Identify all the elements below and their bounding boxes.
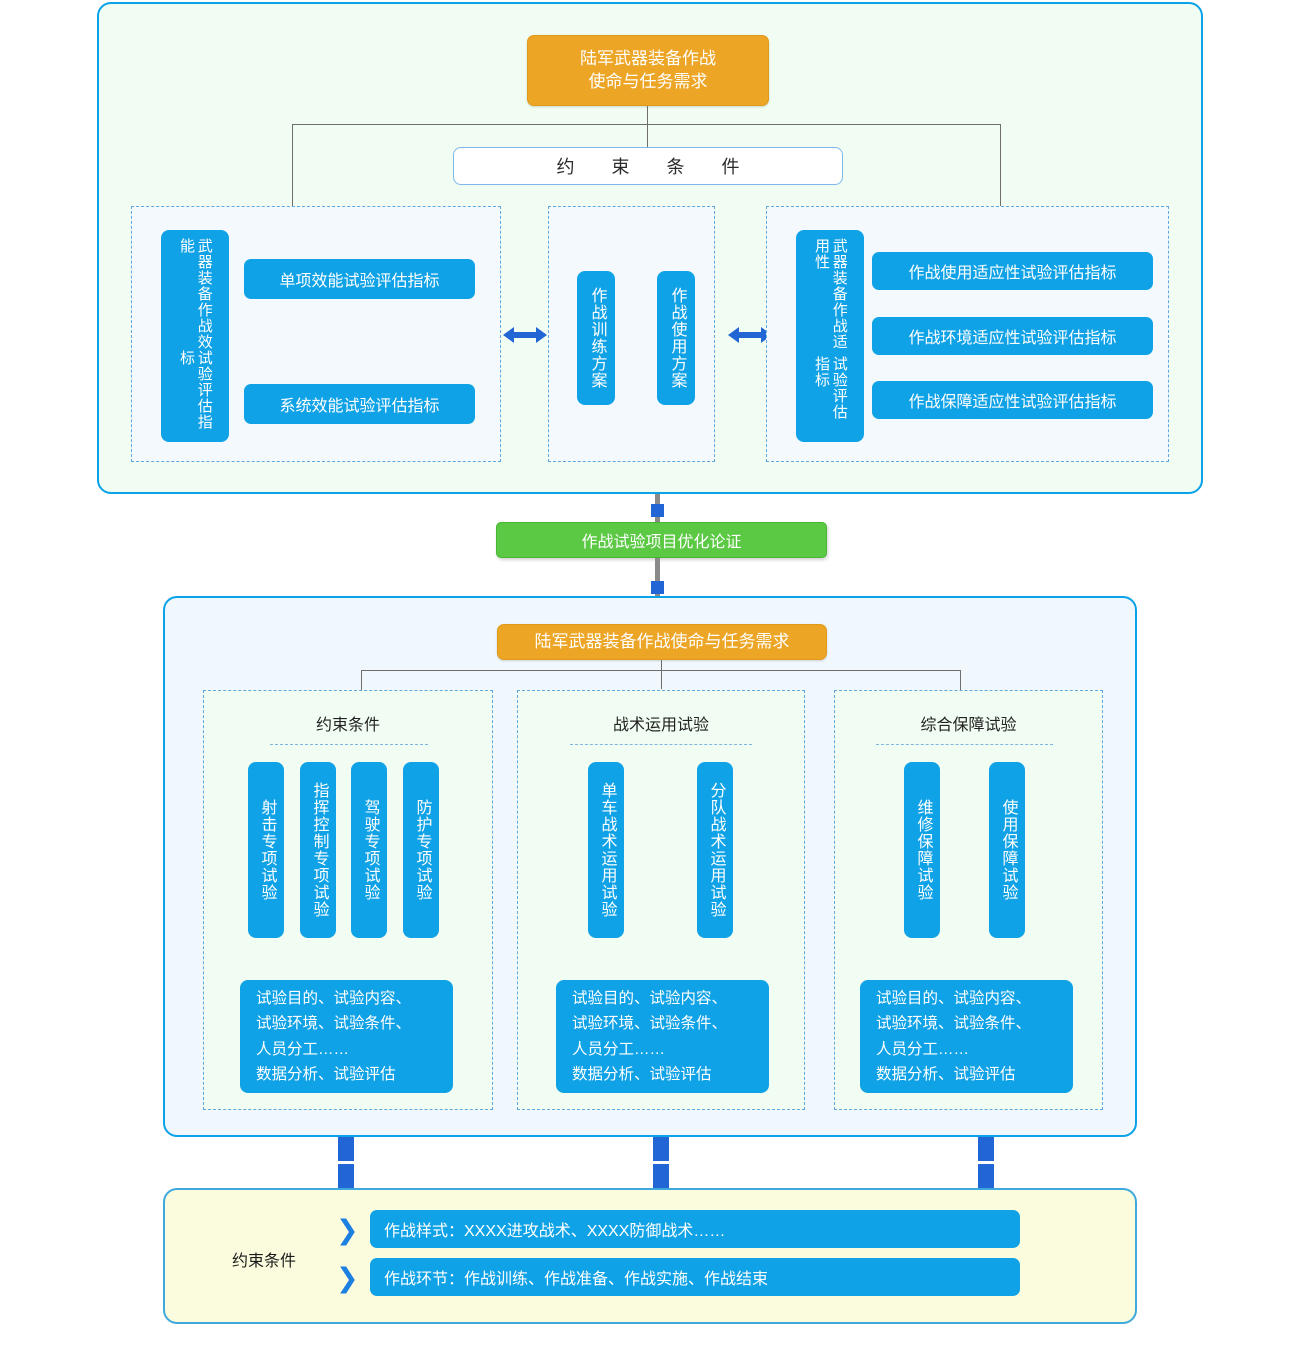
panel3-label: 约束条件 bbox=[232, 1253, 297, 1270]
detail-line-0: 试验目的、试验内容、 bbox=[256, 990, 412, 1008]
panel1-title-line1: 陆军武器装备作战 bbox=[580, 48, 716, 68]
panel2-group-2-title: 综合保障试验 bbox=[920, 717, 1017, 734]
panel3-connector-center-top bbox=[653, 1137, 669, 1161]
chevron-right-icon-1: ❯ bbox=[336, 1263, 359, 1293]
panel2-group-2-bar-0: 维修保障试验 bbox=[904, 762, 940, 938]
panel1-bus-center-drop bbox=[647, 124, 649, 147]
panel2-group-1-bar-1: 分队战术运用试验 bbox=[697, 762, 733, 938]
panel1-title-box: 陆军武器装备作战 使命与任务需求 bbox=[527, 35, 769, 106]
panel2-group-1-bar-0: 单车战术运用试验 bbox=[588, 762, 624, 938]
panel3-row-1: 作战环节：作战训练、作战准备、作战实施、作战结束 bbox=[370, 1258, 1020, 1296]
panel2-group-2-rule bbox=[876, 744, 1053, 745]
panel2-group-2-detail: 试验目的、试验内容、 试验环境、试验条件、 人员分工…… 数据分析、试验评估 bbox=[860, 980, 1073, 1093]
panel3-connector-center-bottom bbox=[653, 1164, 669, 1189]
detail-line-1: 试验环境、试验条件、 bbox=[876, 1015, 1032, 1033]
panel2-group-0-bar-2: 驾驶专项试验 bbox=[351, 762, 387, 938]
connector-cap-upper bbox=[651, 504, 664, 517]
panel1-left-vlabel-a: 试验评估指标 bbox=[178, 350, 213, 430]
panel1-left-vertical-label: 试验评估指标 武器装备作战效能 bbox=[161, 230, 229, 442]
panel2-group-1-title: 战术运用试验 bbox=[612, 717, 709, 734]
detail-line-1: 试验环境、试验条件、 bbox=[572, 1015, 728, 1033]
panel1-title-line2: 使命与任务需求 bbox=[588, 71, 708, 91]
detail-line-2: 人员分工…… bbox=[256, 1040, 350, 1058]
panel1-title-drop bbox=[647, 106, 649, 124]
detail-line-3: 数据分析、试验评估 bbox=[572, 1065, 712, 1083]
panel2-group-0-bar-0: 射击专项试验 bbox=[248, 762, 284, 938]
detail-line-1: 试验环境、试验条件、 bbox=[256, 1015, 412, 1033]
panel1-left-vlabel-b: 武器装备作战效能 bbox=[178, 238, 213, 350]
optimization-argument-box: 作战试验项目优化论证 bbox=[496, 522, 827, 558]
detail-line-0: 试验目的、试验内容、 bbox=[876, 990, 1032, 1008]
panel2-group-0-bar-3: 防护专项试验 bbox=[403, 762, 439, 938]
panel2-bus-left-drop bbox=[361, 670, 363, 690]
panel2-group-0-bar-1: 指挥控制专项试验 bbox=[300, 762, 336, 938]
panel3-connector-right-bottom bbox=[978, 1164, 994, 1189]
detail-line-2: 人员分工…… bbox=[876, 1040, 970, 1058]
detail-line-3: 数据分析、试验评估 bbox=[256, 1065, 396, 1083]
panel2-group-0-rule bbox=[270, 744, 428, 745]
panel1-right-item-2: 作战保障适应性试验评估指标 bbox=[872, 381, 1153, 419]
panel1-left-item-0: 单项效能试验评估指标 bbox=[244, 259, 475, 299]
panel3-connector-left-bottom bbox=[338, 1164, 354, 1189]
detail-line-3: 数据分析、试验评估 bbox=[876, 1065, 1016, 1083]
chevron-right-icon-0: ❯ bbox=[336, 1215, 359, 1245]
detail-line-2: 人员分工…… bbox=[572, 1040, 666, 1058]
panel1-right-vlabel-a: 试验评估指标 bbox=[813, 355, 848, 420]
panel1-right-vertical-label: 试验评估指标 武器装备作战适用性 bbox=[796, 230, 864, 442]
panel1-bus bbox=[292, 124, 1001, 126]
panel2-bus bbox=[361, 670, 961, 672]
detail-line-0: 试验目的、试验内容、 bbox=[572, 990, 728, 1008]
panel-constraint-conditions bbox=[163, 1188, 1137, 1324]
panel3-connector-right-top bbox=[978, 1137, 994, 1161]
double-arrow-left-icon bbox=[503, 322, 547, 348]
panel1-bus-left-drop bbox=[292, 124, 294, 208]
panel2-group-1-rule bbox=[570, 744, 752, 745]
panel2-title-box: 陆军武器装备作战使命与任务需求 bbox=[497, 624, 827, 660]
panel1-left-item-1: 系统效能试验评估指标 bbox=[244, 384, 475, 424]
panel1-center-item-1: 作战使用方案 bbox=[657, 271, 695, 405]
panel1-center-item-0: 作战训练方案 bbox=[577, 271, 615, 405]
panel1-right-vlabel-b: 武器装备作战适用性 bbox=[813, 238, 848, 350]
panel2-group-2-bar-1: 使用保障试验 bbox=[989, 762, 1025, 938]
panel2-title-drop bbox=[661, 660, 663, 689]
panel1-constraint-box: 约 束 条 件 bbox=[453, 147, 843, 185]
panel1-right-item-0: 作战使用适应性试验评估指标 bbox=[872, 252, 1153, 290]
panel2-group-0-detail: 试验目的、试验内容、 试验环境、试验条件、 人员分工…… 数据分析、试验评估 bbox=[240, 980, 453, 1093]
panel2-bus-right-drop bbox=[960, 670, 962, 690]
panel3-row-0: 作战样式：XXXX进攻战术、XXXX防御战术…… bbox=[370, 1210, 1020, 1248]
panel1-bus-right-drop bbox=[1000, 124, 1002, 208]
panel3-connector-left-top bbox=[338, 1137, 354, 1161]
panel1-right-item-1: 作战环境适应性试验评估指标 bbox=[872, 317, 1153, 355]
panel2-group-1-detail: 试验目的、试验内容、 试验环境、试验条件、 人员分工…… 数据分析、试验评估 bbox=[556, 980, 769, 1093]
connector-stub-lower bbox=[655, 558, 660, 596]
panel2-group-0-title: 约束条件 bbox=[315, 717, 380, 734]
connector-cap-lower bbox=[651, 581, 664, 594]
